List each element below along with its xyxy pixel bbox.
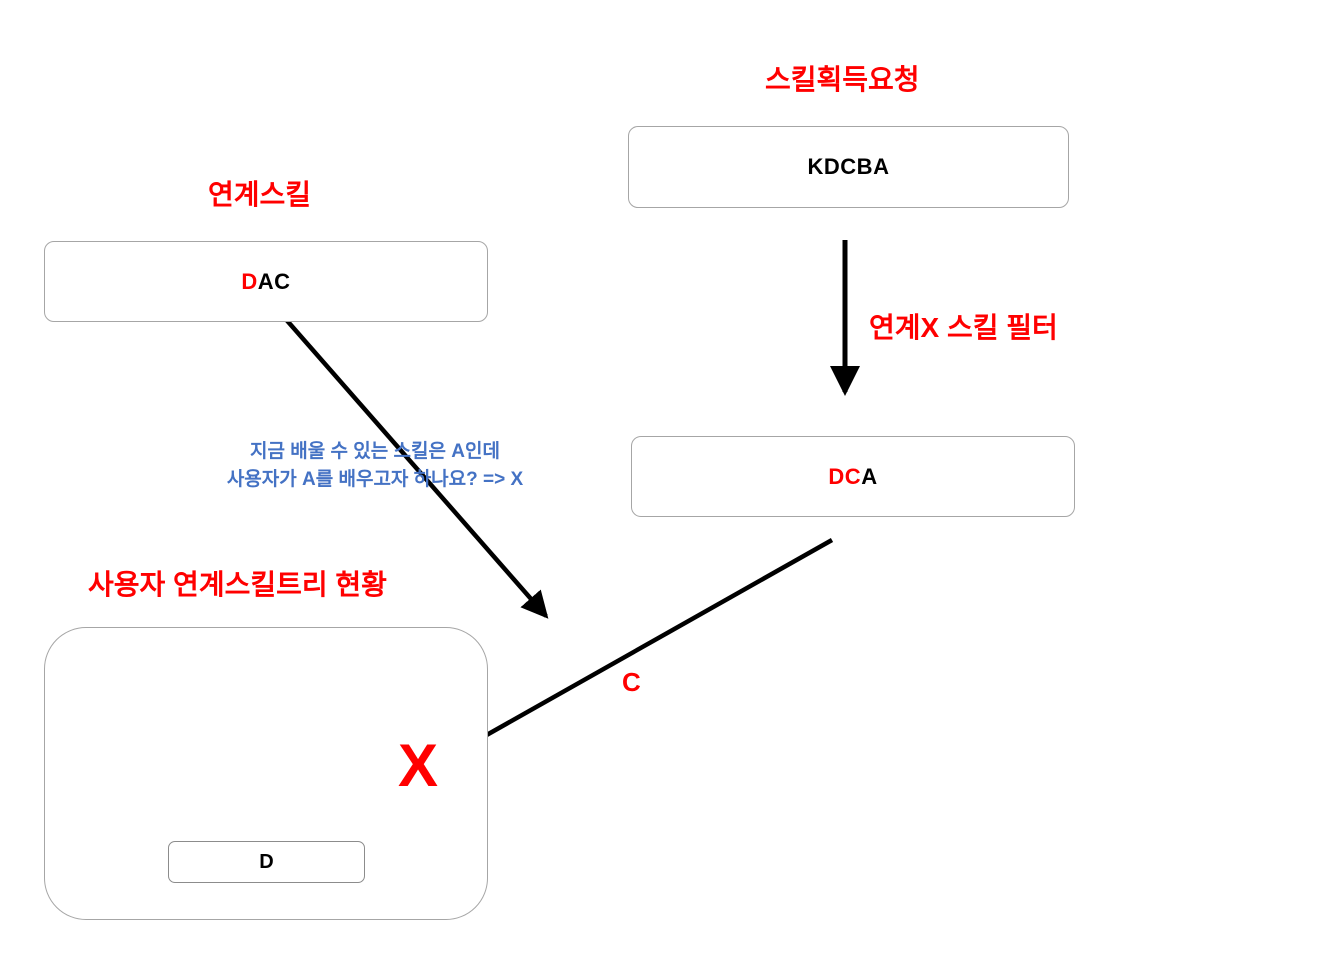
node-learned-skill: D [168, 841, 365, 883]
node-skill-request: KDCBA [628, 126, 1069, 208]
note-line2: 사용자가 A를 배우고자 하나요? => X [226, 469, 524, 490]
node-linked-skill-red-part: D [241, 268, 258, 294]
node-filtered-skill-black-part: A [861, 463, 878, 489]
title-user-tree: 사용자 연계스킬트리 현황 [88, 569, 387, 600]
reject-x-mark: X [398, 732, 439, 799]
note-learnable-skill: 지금 배울 수 있는 스킬은 A인데 사용자가 A를 배우고자 하나요? => … [160, 438, 590, 494]
label-edge-c: C [622, 667, 641, 697]
node-skill-request-label: KDCBA [807, 154, 890, 179]
note-line1: 지금 배울 수 있는 스킬은 A인데 [250, 441, 500, 462]
label-filter: 연계X 스킬 필터 [869, 312, 1058, 343]
title-linked-skill: 연계스킬 [208, 179, 312, 210]
node-learned-skill-label: D [259, 850, 274, 873]
node-linked-skill-black-part: AC [257, 268, 291, 294]
node-filtered-skill-red-part: DC [828, 463, 862, 489]
title-skill-request: 스킬획득요청 [765, 64, 920, 95]
